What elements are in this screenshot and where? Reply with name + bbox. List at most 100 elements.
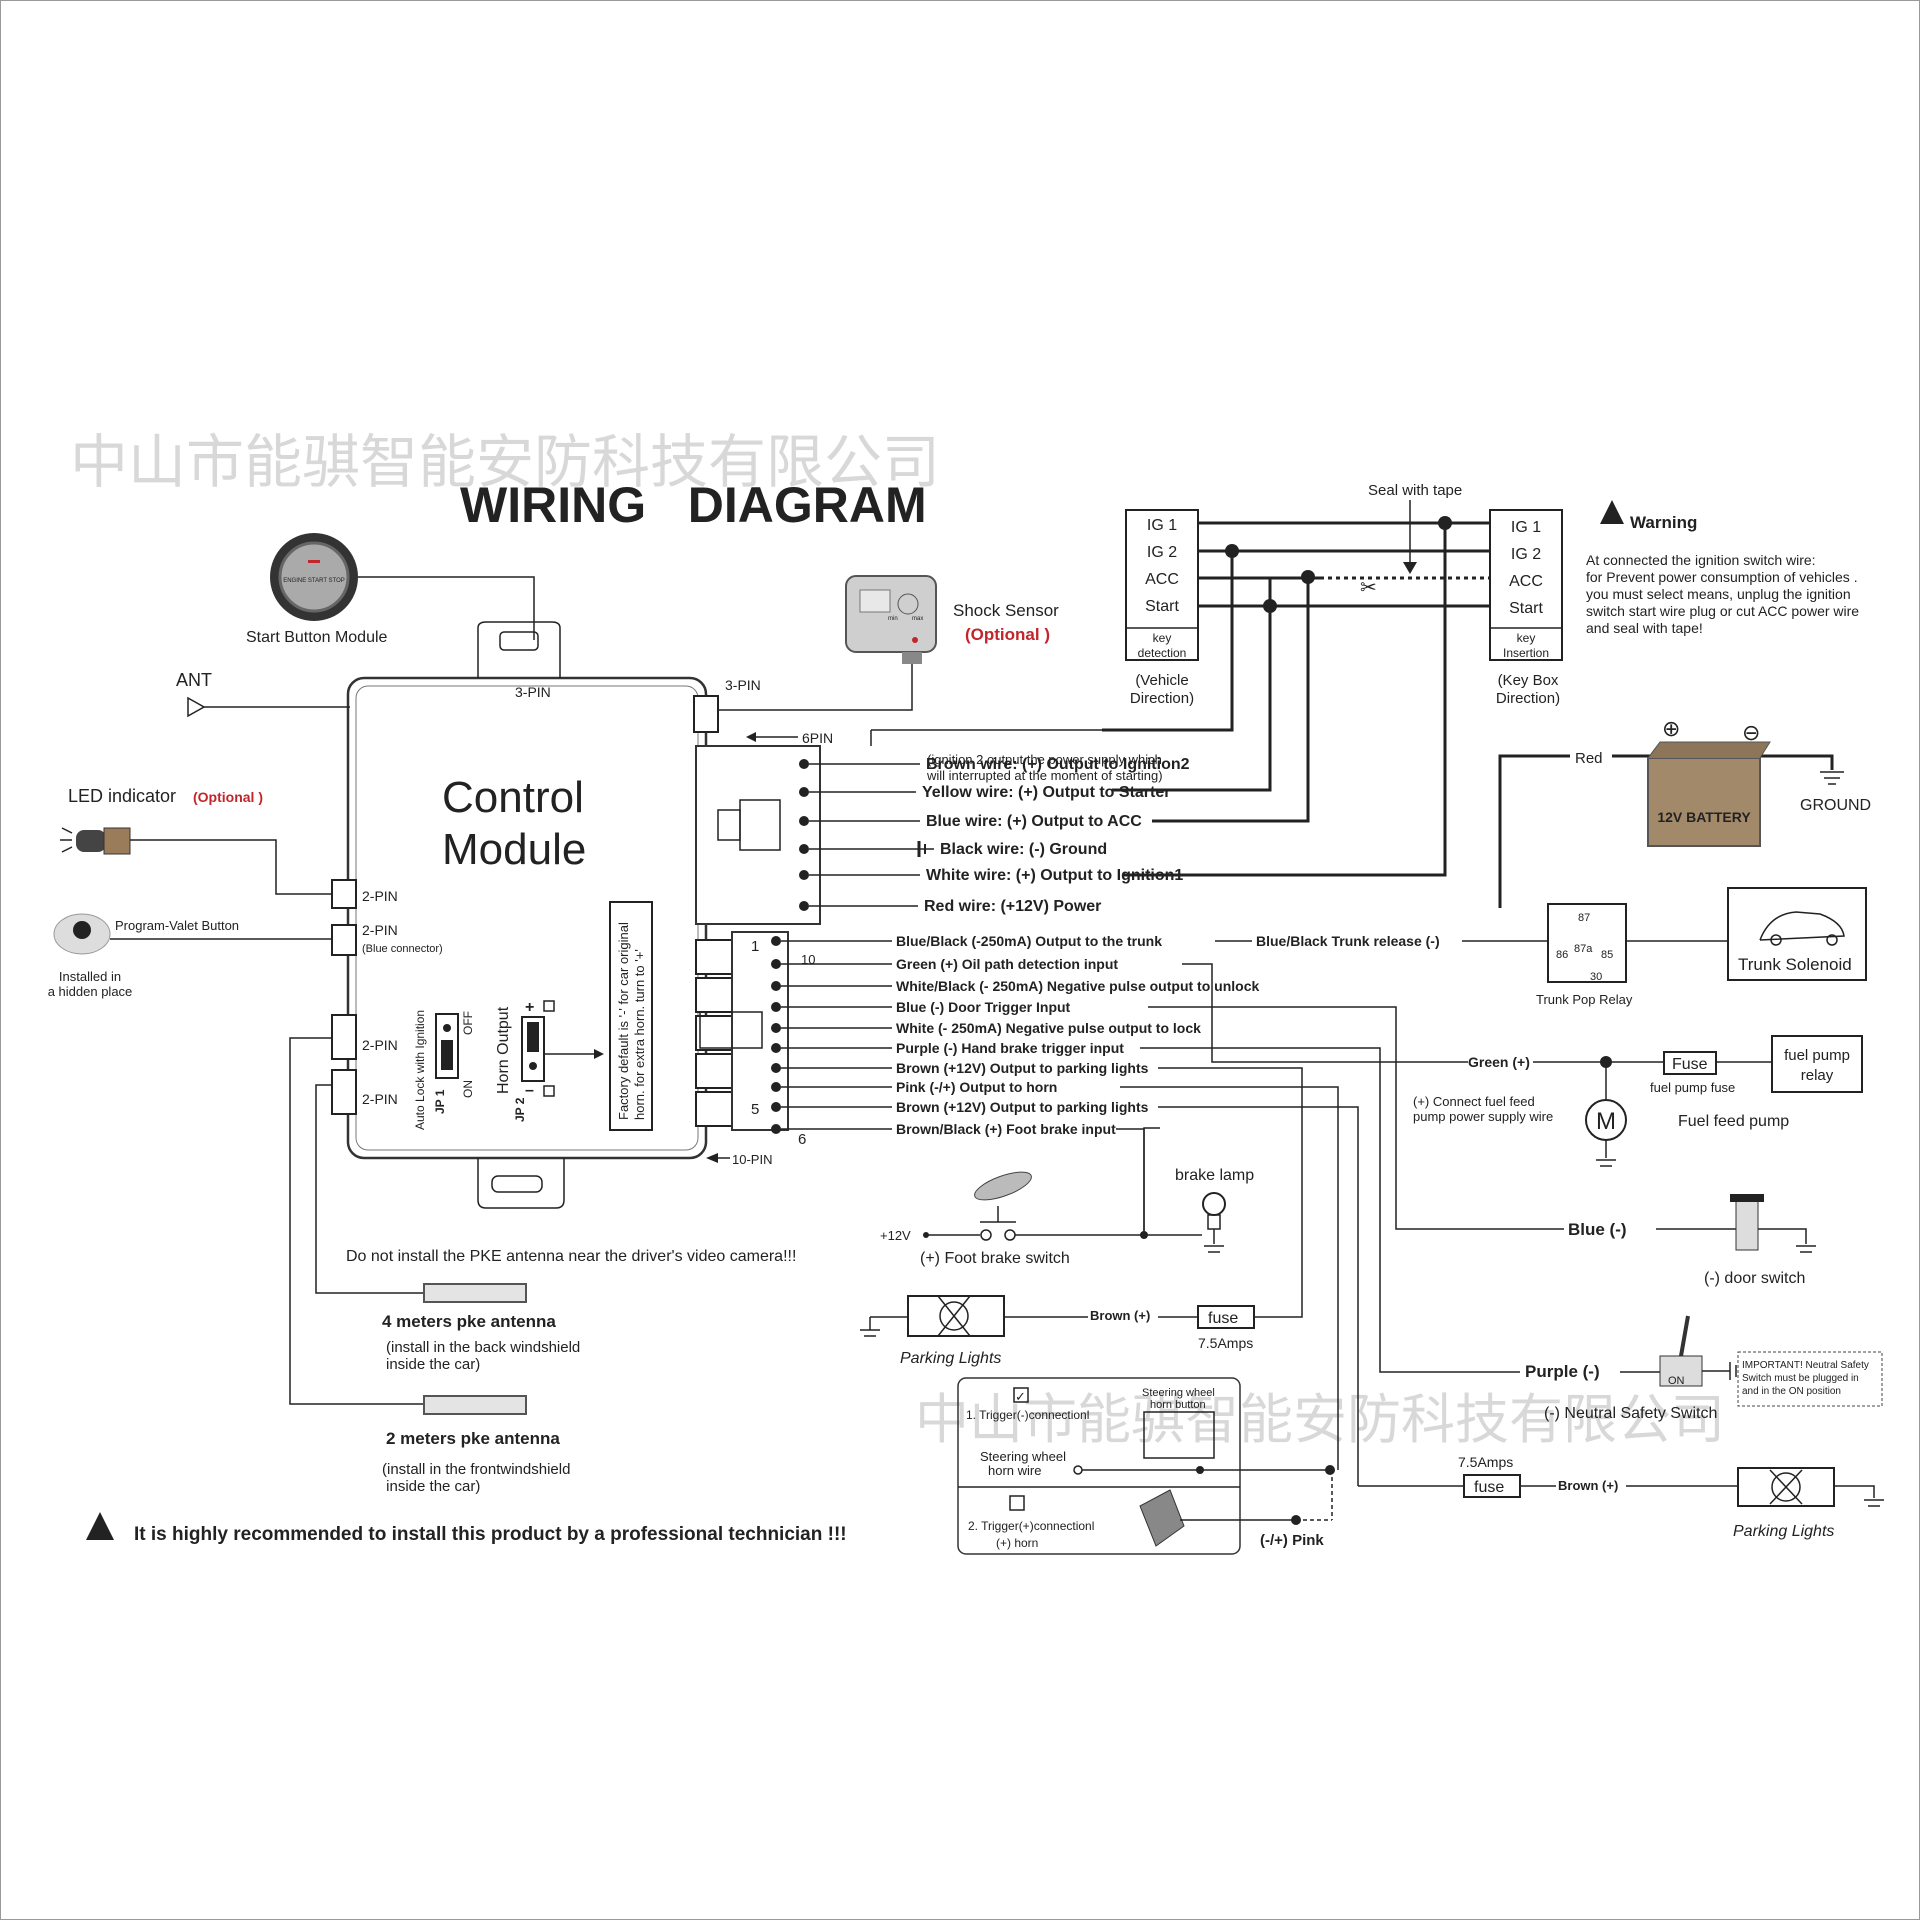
- pin6-dot-1: [799, 787, 809, 797]
- pin10-label-2: White/Black (- 250mA) Negative pulse out…: [896, 978, 1259, 994]
- warning-title: Warning: [1630, 513, 1697, 532]
- pin10-5: 5: [751, 1101, 759, 1118]
- fuel-note1: (+) Connect fuel feed: [1413, 1094, 1535, 1109]
- parking-left-fuse: fuse: [1208, 1310, 1238, 1327]
- steering-wire1: Steering wheel: [980, 1449, 1066, 1464]
- antenna4-note1: (install in the back windshield: [386, 1339, 580, 1356]
- pin6-label: 6PIN: [802, 730, 833, 746]
- factory-note1: Factory default is '-' for car original: [616, 922, 631, 1120]
- jp1-label: JP 1: [433, 1089, 447, 1114]
- warning-line-2: you must select means, unplug the igniti…: [1586, 586, 1851, 602]
- route10-2: [1148, 1006, 1564, 1230]
- parking-right-amps: 7.5Amps: [1458, 1454, 1513, 1470]
- trunk-solenoid-label: Trunk Solenoid: [1738, 955, 1852, 974]
- parking-left-wire: Brown (+): [1090, 1308, 1150, 1323]
- pin6-label-3: Black wire: (-) Ground: [940, 841, 1107, 858]
- key-insertion1: key: [1517, 631, 1536, 645]
- recommend-text: It is highly recommended to install this…: [134, 1524, 847, 1545]
- antenna-ant: ANT: [176, 670, 350, 718]
- pin10-dot-9: [771, 1124, 781, 1134]
- pin10-label-5: Purple (-) Hand brake trigger input: [896, 1040, 1124, 1056]
- recommend-warning-icon: [86, 1512, 114, 1540]
- vehicle-direction2: Direction): [1130, 690, 1194, 707]
- pin10-label-4: White (- 250mA) Negative pulse output to…: [896, 1020, 1201, 1036]
- neutral-note-1: Switch must be plugged in: [1742, 1373, 1859, 1384]
- pin10-dot-2: [771, 981, 781, 991]
- pin6-dot-3: [799, 844, 809, 854]
- jp1-on: ON: [461, 1080, 475, 1098]
- shock-sensor: min max Shock Sensor (Optional ) 3-PIN: [693, 575, 1059, 733]
- led-label: LED indicator: [68, 786, 176, 806]
- pin10-label-8: Brown (+12V) Output to parking lights: [896, 1099, 1149, 1115]
- relay-87a: 87a: [1574, 943, 1593, 955]
- battery-plus-icon: ⊕: [1662, 716, 1680, 741]
- horn-plus-label: (+) horn: [996, 1536, 1038, 1550]
- relay-87: 87: [1578, 912, 1590, 924]
- parking-right-label: Parking Lights: [1733, 1523, 1834, 1540]
- recommendation: ! It is highly recommended to install th…: [86, 1512, 847, 1545]
- pin6-dot-0: [799, 759, 809, 769]
- antenna2-note2: inside the car): [382, 1478, 480, 1495]
- pin6-label-2: Blue wire: (+) Output to ACC: [926, 813, 1142, 830]
- warning-line-4: and seal with tape!: [1586, 620, 1703, 636]
- pin10-label: 10-PIN: [732, 1152, 772, 1167]
- battery-label: 12V BATTERY: [1657, 809, 1751, 825]
- door-wire-label: Blue (-): [1568, 1220, 1627, 1239]
- watermark-top: 中山市能骐智能安防科技有限公司: [70, 428, 940, 496]
- pin10-1: 1: [751, 938, 759, 955]
- pin10-label-7: Pink (-/+) Output to horn: [896, 1079, 1057, 1095]
- ign-left-3: Start: [1145, 598, 1179, 615]
- parking-lights-right: 7.5Amps fuse Brown (+) Parking Lights: [1358, 1454, 1884, 1540]
- pin6-label-4: White wire: (+) Output to Ignition1: [926, 867, 1183, 884]
- antenna4-note2: inside the car): [386, 1356, 480, 1373]
- route10-4: [1158, 1067, 1303, 1130]
- brake-switch-label: (+) Foot brake switch: [920, 1250, 1070, 1267]
- ign-left-0: IG 1: [1147, 517, 1177, 534]
- installed-line1: Installed in: [59, 969, 121, 984]
- fuel-relay2: relay: [1801, 1067, 1834, 1084]
- fuel-fuse-label: fuel pump fuse: [1650, 1080, 1735, 1095]
- door-switch-label: (-) door switch: [1704, 1270, 1805, 1287]
- fuel-note2: pump power supply wire: [1413, 1109, 1553, 1124]
- trunk-pop-relay: [1547, 903, 1627, 983]
- horn-connection: ✓ 1. Trigger(-)connectionl Steering whee…: [957, 1377, 1335, 1555]
- scissors-icon: ✂: [1360, 577, 1377, 599]
- control-module-line1: Control: [442, 773, 584, 822]
- ign-left-2: ACC: [1145, 571, 1179, 588]
- pin10-label-9: Brown/Black (+) Foot brake input: [896, 1121, 1116, 1137]
- jumpers: Auto Lock with Ignition JP 1 OFF ON Horn…: [413, 901, 653, 1131]
- trigger2-label: 2. Trigger(+)connectionl: [968, 1519, 1094, 1533]
- trunk-release: Blue/Black Trunk release (-) 87 86 87a 8…: [1215, 887, 1867, 1007]
- neutral-on: ON: [1668, 1375, 1685, 1387]
- keybox-direction2: Direction): [1496, 690, 1560, 707]
- route10-3: [1140, 1047, 1520, 1373]
- start-button-label: Start Button Module: [246, 629, 388, 646]
- led-connector: [331, 879, 357, 909]
- diagram-title: WIRING DIAGRAM: [460, 477, 927, 533]
- neutral-switch-label: (-) Neutral Safety Switch: [1544, 1405, 1717, 1422]
- ignition-run-3: [1196, 527, 1447, 877]
- warning-line-3: switch start wire plug or cut ACC power …: [1586, 603, 1859, 619]
- keybox-direction1: (Key Box: [1498, 672, 1559, 689]
- shock-max: max: [912, 616, 923, 622]
- led-pin-label: 2-PIN: [362, 888, 398, 904]
- ant-label: ANT: [176, 670, 212, 690]
- parking-left-amps: 7.5Amps: [1198, 1335, 1253, 1351]
- auto-lock-label: Auto Lock with Ignition: [413, 1010, 427, 1130]
- brake-12v: +12V: [880, 1228, 911, 1243]
- ign-right-3: Start: [1509, 600, 1543, 617]
- connector-10pin: 1 10 5 6 10-PIN Blue/Black (-250mA) Outp…: [695, 931, 1564, 1486]
- neutral-note-2: and in the ON position: [1742, 1386, 1841, 1397]
- antenna2-label: 2 meters pke antenna: [386, 1429, 560, 1448]
- antenna2-note1: (install in the frontwindshield: [382, 1461, 570, 1478]
- fuel-fuse: Fuse: [1672, 1056, 1708, 1073]
- program-connector: [331, 924, 357, 956]
- parking-right-wire: Brown (+): [1558, 1478, 1618, 1493]
- trigger1-check-icon: ✓: [1015, 1389, 1026, 1404]
- ign2-note2: will interrupted at the moment of starti…: [926, 768, 1163, 783]
- pin6-label-0: Brown wire: (+) Output to Ignition2: [926, 756, 1190, 773]
- warning-block: ! Warning At connected the ignition swit…: [1586, 500, 1859, 636]
- svg-text:!: !: [1609, 509, 1613, 524]
- led-indicator: LED indicator (Optional ) 2-PIN: [60, 786, 398, 909]
